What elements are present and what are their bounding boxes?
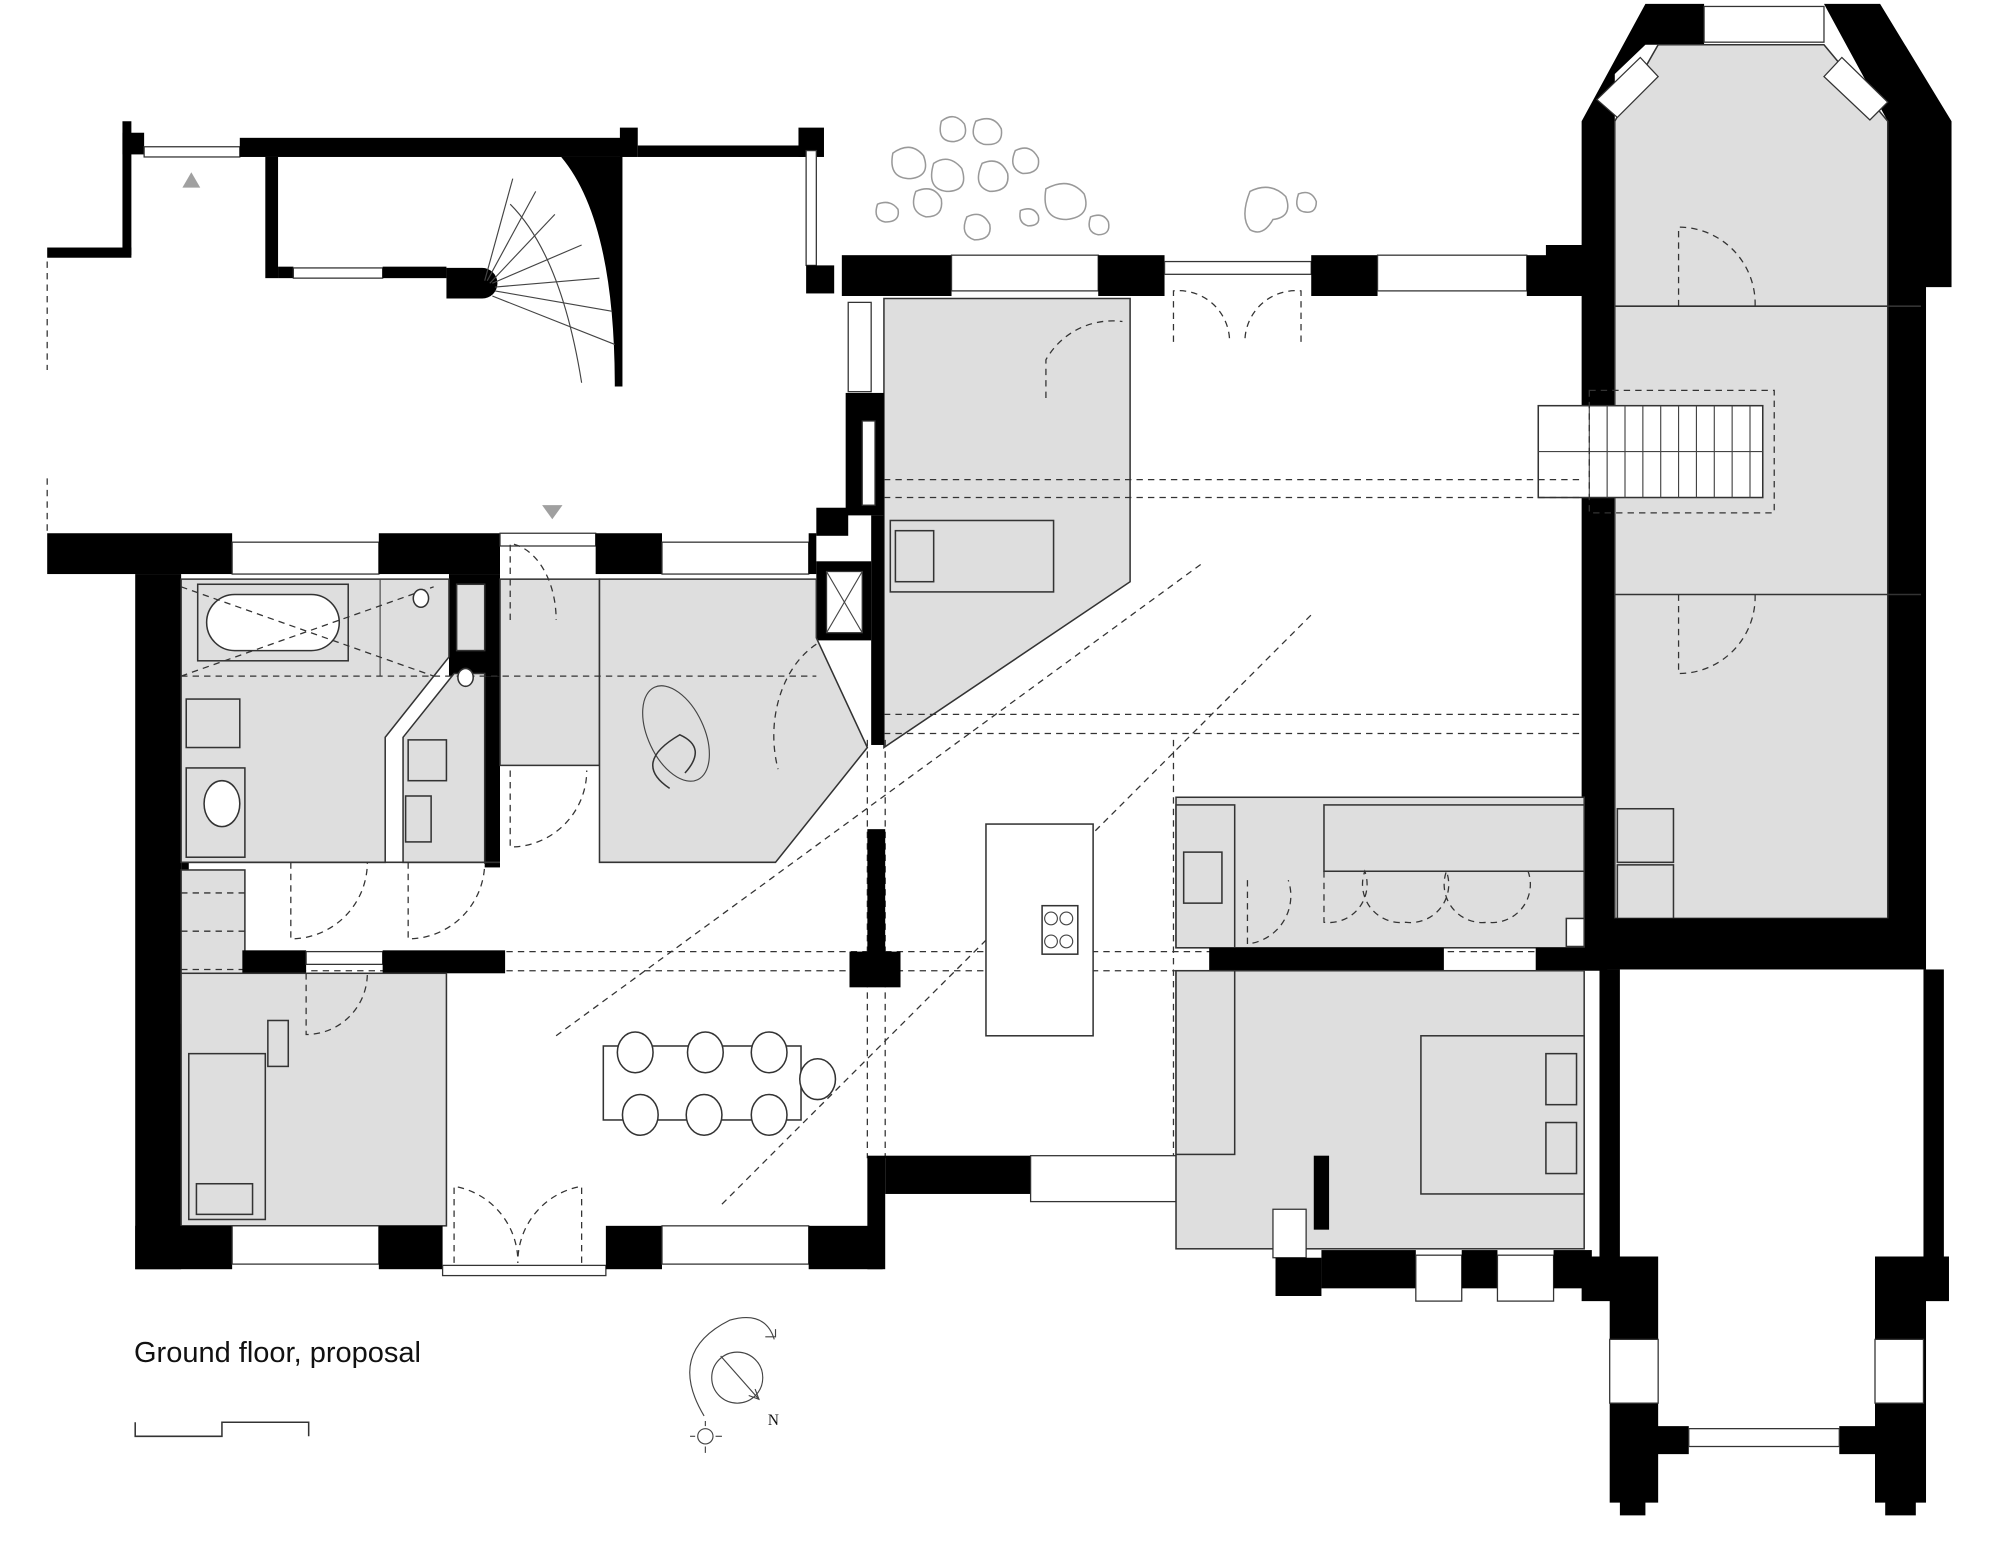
tower xyxy=(1537,3,1952,970)
stair-hall xyxy=(46,121,835,536)
scale-bar xyxy=(134,1421,310,1438)
dining-chairs xyxy=(616,1031,837,1137)
bedroom-small xyxy=(135,972,448,1270)
bathrooms xyxy=(47,532,869,1270)
compass: N xyxy=(689,1317,779,1453)
north-facade xyxy=(841,254,1585,342)
north-label: N xyxy=(768,1412,779,1429)
spiral-shower-icon xyxy=(642,685,710,789)
bedroom-main xyxy=(1175,796,1608,1302)
entrance-arrow-down-icon xyxy=(542,505,563,520)
dining xyxy=(441,829,901,1277)
hob xyxy=(1041,904,1079,955)
drawing-title: Ground floor, proposal xyxy=(134,1337,421,1369)
trees xyxy=(875,116,1318,241)
bay-room xyxy=(1581,969,1949,1516)
living-upper xyxy=(816,297,1131,749)
entrance-arrow-up-icon xyxy=(182,172,201,188)
